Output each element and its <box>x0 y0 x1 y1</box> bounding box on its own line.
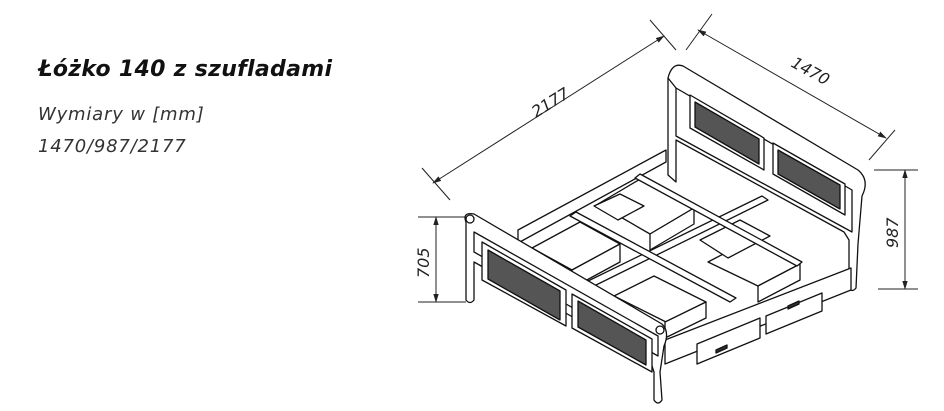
support-beams <box>569 173 803 303</box>
bed-frame <box>464 64 866 404</box>
dimensions-summary: 1470/987/2177 <box>38 136 187 157</box>
dimensions-unit-label: Wymiary w [mm] <box>38 104 205 125</box>
dimension-length-label: 2177 <box>528 83 573 121</box>
drawer-compartments <box>531 177 801 339</box>
dimension-footboard-height-label: 705 <box>414 247 433 278</box>
product-title: Łóżko 140 z szufladami <box>38 57 333 82</box>
side-rail-drawers <box>664 267 852 365</box>
dimension-lines <box>418 13 918 303</box>
headboard <box>667 64 866 292</box>
side-rail-back <box>517 149 667 244</box>
dimension-headboard-height-label: 987 <box>883 217 902 248</box>
dimension-width-label: 1470 <box>788 53 833 89</box>
footboard <box>464 213 668 404</box>
